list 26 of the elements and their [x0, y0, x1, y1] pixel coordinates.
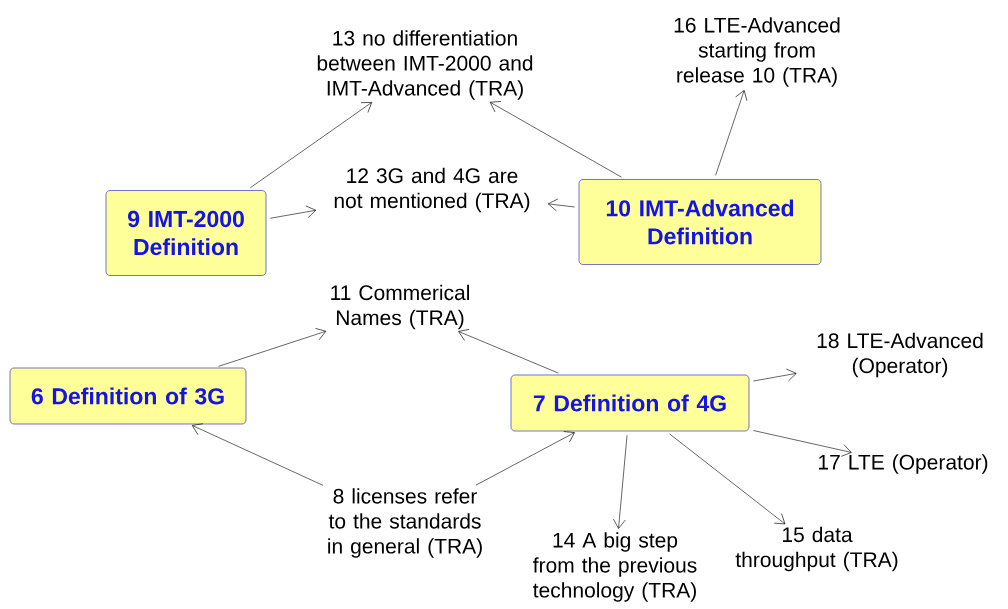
arrow: [753, 430, 852, 457]
arrow: [613, 435, 628, 529]
note-text: 12 3G and 4G are not mentioned (TRA): [334, 167, 530, 213]
definition-box: 9 IMT-2000 Definition: [105, 190, 267, 276]
arrow: [669, 433, 786, 525]
definition-box: 7 Definition of 4G: [510, 374, 750, 432]
arrow: [458, 329, 559, 374]
arrow: [191, 423, 324, 486]
arrow: [249, 102, 373, 189]
note-text: 18 LTE-Advanced (Operator): [817, 332, 983, 378]
note-text: 13 no differentiation between IMT-2000 and IMT-Advanced (TRA): [317, 30, 533, 100]
note-text: 11 Commerical Names (TRA): [331, 284, 469, 330]
arrow: [753, 368, 797, 382]
arrow: [475, 431, 575, 486]
note-text: 15 data throughput (TRA): [735, 526, 898, 572]
arrow: [218, 328, 327, 367]
arrow: [489, 101, 622, 178]
note-text: 17 LTE (Operator): [819, 454, 988, 474]
arrow: [547, 198, 575, 212]
arrow: [715, 90, 748, 176]
note-text: 14 A big step from the previous technology (TRA): [533, 532, 697, 602]
definition-box: 10 IMT-Advanced Definition: [578, 179, 822, 265]
note-text: 8 licenses refer to the standards in general (TRA): [328, 488, 482, 558]
note-text: 16 LTE-Advanced starting from release 10 (TRA): [674, 17, 840, 87]
definition-box: 6 Definition of 3G: [9, 367, 247, 425]
arrow: [270, 205, 317, 219]
